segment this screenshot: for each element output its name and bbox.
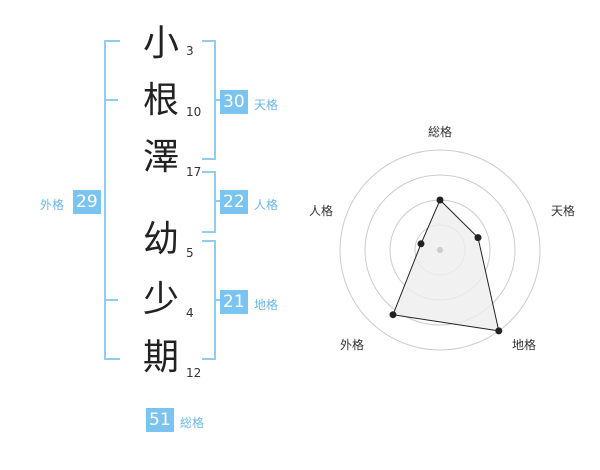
tenkaku-label: 天格 — [254, 98, 279, 112]
jinkaku-bracket — [202, 171, 216, 233]
name-char-3: 澤 — [142, 137, 179, 178]
radar-point-2 — [474, 234, 482, 242]
chikaku-badge: 21 — [220, 290, 248, 314]
name-char-4: 幼 — [142, 219, 179, 260]
tenkaku-badge: 30 — [220, 90, 248, 114]
jinkaku-badge: 22 — [220, 190, 248, 214]
chikaku-bracket-tick — [214, 299, 220, 301]
chikaku-label: 地格 — [254, 298, 279, 312]
gaikaku-label: 外格 — [40, 198, 65, 212]
name-char-5: 少 — [142, 279, 179, 320]
stroke-count-2: 10 — [186, 105, 202, 119]
radar-axis-label-gaikaku: 外格 — [340, 338, 365, 352]
radar-axis-label-tenkaku: 天格 — [551, 204, 576, 218]
stroke-count-4: 5 — [186, 246, 194, 260]
stroke-count-3: 17 — [186, 165, 202, 179]
tenkaku-bracket-tick — [214, 99, 220, 101]
gaikaku-bracket-tick-1 — [104, 99, 118, 101]
radar-point-1 — [436, 196, 444, 204]
radar-point-4 — [389, 311, 397, 319]
radar-point-5 — [417, 240, 425, 248]
radar-axis-label-chikaku: 地格 — [512, 338, 537, 352]
name-char-6: 期 — [142, 337, 179, 378]
name-char-1: 小 — [142, 23, 179, 64]
radar-ring-3 — [364, 174, 516, 326]
gaikaku-bracket — [104, 40, 120, 360]
jinkaku-label: 人格 — [254, 198, 279, 212]
soukaku-label: 総格 — [180, 416, 205, 430]
stroke-count-1: 3 — [186, 44, 194, 58]
radar-center-dot — [437, 247, 443, 253]
stroke-count-6: 12 — [186, 366, 202, 380]
gaikaku-bracket-tick-2 — [104, 299, 118, 301]
soukaku-badge: 51 — [146, 408, 174, 432]
radar-polygon — [392, 199, 500, 332]
radar-axis-label-soukaku: 総格 — [428, 125, 453, 139]
radar-ring-4 — [339, 149, 541, 351]
jinkaku-bracket-tick — [214, 200, 220, 202]
stroke-count-5: 4 — [186, 306, 194, 320]
radar-axis-label-jinkaku: 人格 — [309, 204, 334, 218]
radar-point-3 — [495, 327, 503, 335]
gaikaku-badge: 29 — [73, 190, 101, 214]
name-char-2: 根 — [142, 80, 179, 121]
